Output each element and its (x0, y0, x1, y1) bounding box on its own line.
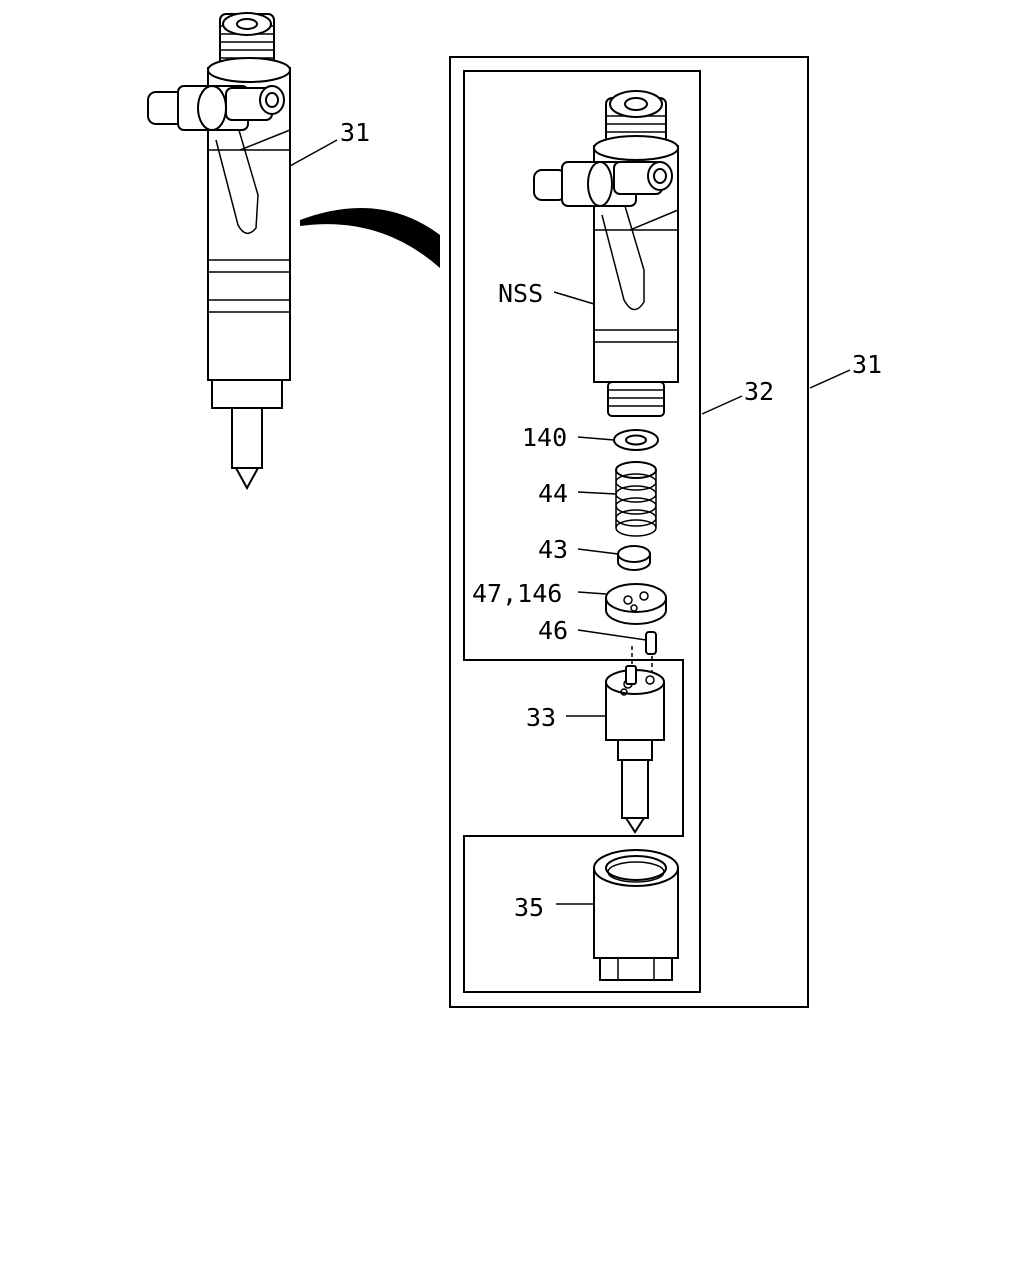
spring-part (615, 461, 657, 537)
callout-47-146: 47,146 (472, 579, 562, 608)
washer-part (613, 429, 659, 451)
transition-arrow (300, 208, 440, 268)
leader-lines (289, 139, 851, 905)
callout-33: 33 (526, 703, 556, 732)
retaining-nut-part (593, 849, 679, 981)
holder-subassembly-frame (463, 70, 701, 993)
intermediate-plate-part (605, 583, 667, 625)
callout-140: 140 (522, 423, 567, 452)
assembled-injector (147, 12, 291, 491)
spacer-disc-part (617, 545, 651, 571)
nozzle-part (605, 665, 665, 834)
callout-31-overview: 31 (340, 118, 370, 147)
callout-35: 35 (514, 893, 544, 922)
callout-31-exploded: 31 (852, 350, 882, 379)
callout-46: 46 (538, 616, 568, 645)
injector-body (533, 90, 679, 417)
callout-43: 43 (538, 535, 568, 564)
callout-32: 32 (744, 377, 774, 406)
outer-frame (449, 56, 809, 1008)
callout-nss: NSS (498, 279, 543, 308)
callout-44: 44 (538, 479, 568, 508)
